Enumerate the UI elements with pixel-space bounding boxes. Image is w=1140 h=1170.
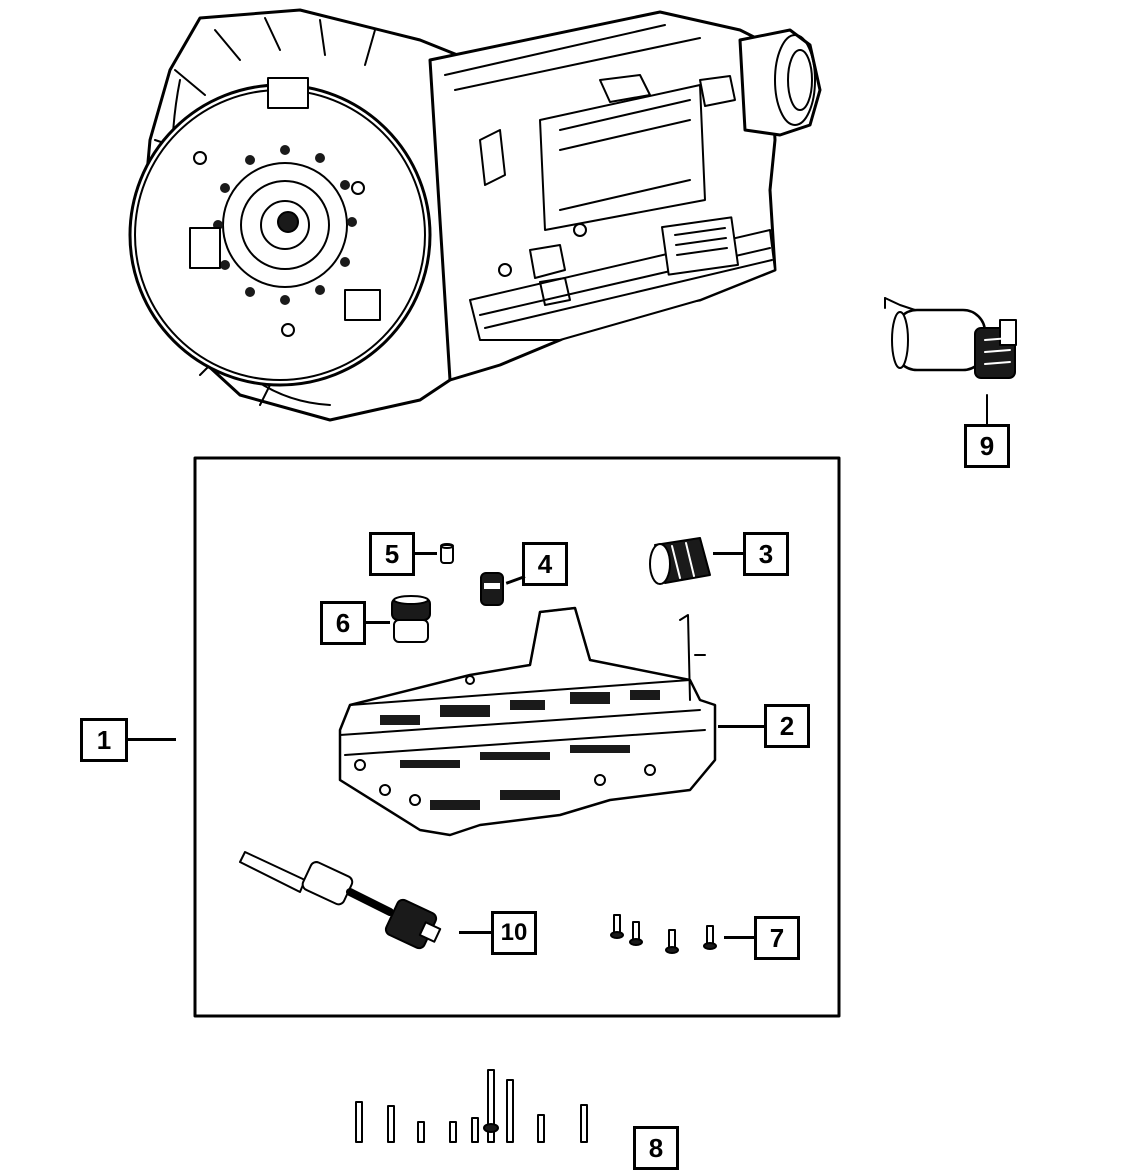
long-bolts-illustration bbox=[355, 1069, 588, 1143]
callout-4[interactable]: 4 bbox=[522, 542, 568, 586]
callout-3[interactable]: 3 bbox=[743, 532, 789, 576]
leader-line-6 bbox=[366, 621, 390, 624]
callout-10[interactable]: 10 bbox=[491, 911, 537, 955]
seal-sleeve-illustration bbox=[649, 537, 711, 585]
leader-line-7 bbox=[724, 936, 754, 939]
callout-8[interactable]: 8 bbox=[633, 1126, 679, 1170]
bolts-illustration bbox=[610, 914, 717, 954]
callout-1[interactable]: 1 bbox=[80, 718, 128, 762]
parts-illustration bbox=[128, 8, 1017, 1143]
leader-line-5 bbox=[415, 552, 437, 555]
plug-illustration bbox=[391, 595, 431, 643]
callout-7[interactable]: 7 bbox=[754, 916, 800, 960]
parts-diagram: 1 2 3 4 5 6 7 8 9 10 bbox=[80, 8, 1017, 1170]
valve-body-illustration bbox=[338, 606, 717, 837]
leader-line-3 bbox=[713, 552, 743, 555]
leader-line-2 bbox=[718, 725, 764, 728]
callout-9[interactable]: 9 bbox=[964, 424, 1010, 468]
leader-line-10 bbox=[459, 931, 491, 934]
pin-illustration bbox=[440, 543, 454, 564]
leader-line-1 bbox=[128, 738, 176, 741]
sensor-illustration bbox=[239, 851, 442, 950]
callout-2[interactable]: 2 bbox=[764, 704, 810, 748]
solenoid-illustration bbox=[884, 297, 1017, 379]
transmission-illustration bbox=[128, 8, 822, 422]
callout-6[interactable]: 6 bbox=[320, 601, 366, 645]
callout-5[interactable]: 5 bbox=[369, 532, 415, 576]
seal-small-illustration bbox=[480, 572, 504, 606]
